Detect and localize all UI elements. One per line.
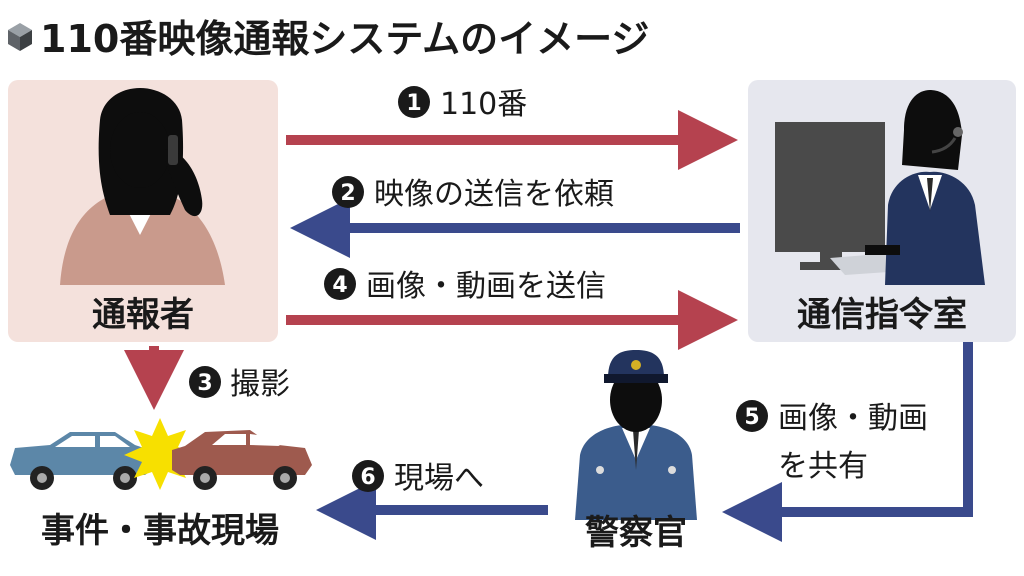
step-label-5-line2: を共有	[778, 449, 868, 484]
woman-on-phone-icon	[60, 88, 225, 285]
step-label-6: 現場へ	[394, 461, 484, 496]
step-number-2: 2	[340, 181, 355, 206]
page-title: 110番映像通報システムのイメージ	[40, 17, 649, 61]
step-badge-3	[189, 366, 221, 398]
operator-with-headset-icon	[865, 90, 985, 285]
node-label-scene: 事件・事故現場	[41, 511, 279, 551]
step-label-3: 撮影	[230, 367, 290, 402]
arrow-step-5	[722, 342, 973, 542]
step-badge-1	[398, 86, 430, 118]
step-label-1: 110番	[440, 87, 527, 122]
step-number-6: 6	[360, 465, 375, 490]
step-label-4: 画像・動画を送信	[366, 269, 606, 304]
car-icon	[10, 432, 152, 490]
computer-monitor-icon	[775, 122, 945, 275]
car-icon	[172, 430, 312, 490]
cube-icon	[8, 23, 32, 51]
step-label-2: 映像の送信を依頼	[374, 177, 614, 212]
step-badge-4	[324, 268, 356, 300]
step-number-3: 3	[197, 371, 212, 396]
step-number-4: 4	[332, 273, 347, 298]
node-label-reporter: 通報者	[92, 295, 194, 335]
police-officer-icon	[575, 350, 697, 520]
step-label-5-line1: 画像・動画	[778, 401, 928, 436]
node-label-command-center: 通信指令室	[797, 295, 967, 335]
step-number-5: 5	[744, 405, 759, 430]
node-label-police-officer: 警察官	[585, 513, 687, 553]
step-number-1: 1	[406, 91, 421, 116]
step-badge-6	[352, 460, 384, 492]
step-badge-5	[736, 400, 768, 432]
step-badge-2	[332, 176, 364, 208]
